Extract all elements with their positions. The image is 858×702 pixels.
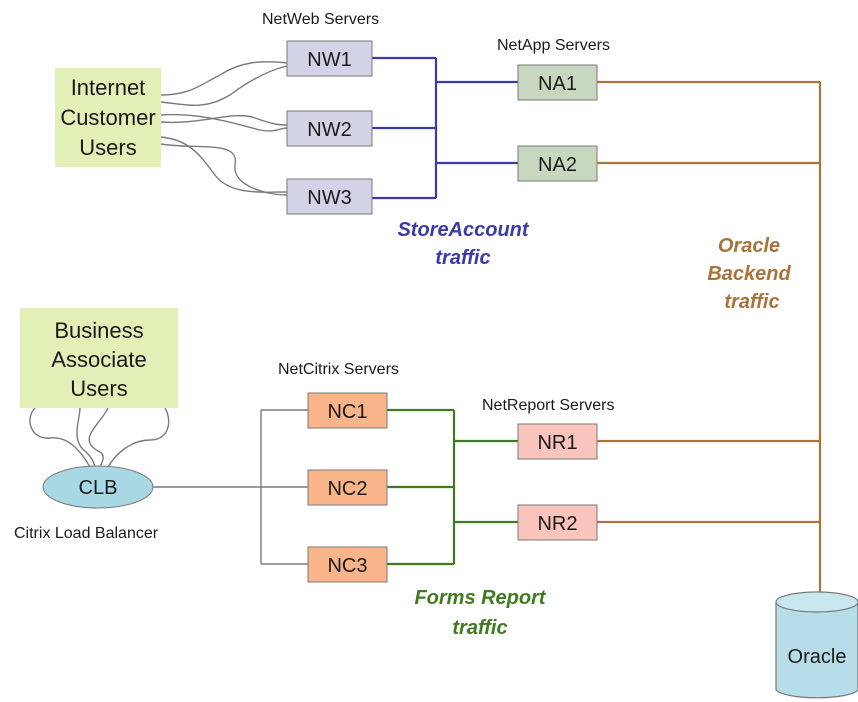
oracle-traffic-label-1: Oracle [718,235,780,257]
server-nw1[interactable]: NW1 [286,40,373,77]
server-nr2-label: NR2 [537,513,577,535]
oracle-traffic-label-2: Backend [707,263,791,285]
server-nc2-label: NC2 [327,478,367,500]
server-nr1-label: NR1 [537,432,577,454]
oracle-traffic-label-3: traffic [724,291,779,313]
forms-traffic-label-1: Forms Report [414,587,546,609]
internet-users-line-3: Users [79,135,136,160]
clb-label: CLB [79,477,118,499]
server-nw3-label: NW3 [307,187,351,209]
oracle-label: Oracle [788,646,847,668]
forms-traffic-label-2: traffic [452,617,507,639]
server-nr2[interactable]: NR2 [517,504,598,541]
citrix-load-balancer[interactable]: CLB [42,465,154,509]
server-nw3[interactable]: NW3 [286,178,373,215]
business-associate-users-box: Business Associate Users [20,308,178,408]
server-nw2-label: NW2 [307,119,351,141]
storeaccount-traffic-label-1: StoreAccount [397,219,529,241]
internet-users-line-2: Customer [60,105,155,130]
internet-customer-users-box: Internet Customer Users [55,68,161,167]
server-na2[interactable]: NA2 [517,145,598,182]
internet-user-connectors [160,61,288,196]
business-users-line-2: Associate [51,347,146,372]
server-nw2[interactable]: NW2 [286,110,373,147]
server-nc3-label: NC3 [327,555,367,577]
business-user-connectors [29,407,170,468]
server-na2-label: NA2 [538,154,577,176]
business-users-line-3: Users [70,376,127,401]
server-nc1-label: NC1 [327,401,367,423]
server-nc2[interactable]: NC2 [307,469,388,506]
storeaccount-links [372,56,518,200]
netcitrix-group-label: NetCitrix Servers [278,361,399,378]
oracle-database[interactable]: Oracle [775,591,858,699]
clb-caption: Citrix Load Balancer [14,525,159,542]
forms-report-links [387,408,518,566]
server-nw1-label: NW1 [307,49,351,71]
server-nc3[interactable]: NC3 [307,546,388,583]
storeaccount-traffic-label-2: traffic [435,247,490,269]
netweb-group-label: NetWeb Servers [262,11,379,28]
server-na1[interactable]: NA1 [517,64,598,101]
business-users-line-1: Business [54,318,143,343]
oracle-backend-links [597,80,825,608]
netreport-group-label: NetReport Servers [482,397,615,414]
internet-users-line-1: Internet [71,75,146,100]
server-na1-label: NA1 [538,73,577,95]
citrix-gray-links [153,409,308,565]
server-nr1[interactable]: NR1 [517,423,598,460]
netapp-group-label: NetApp Servers [497,37,610,54]
server-nc1[interactable]: NC1 [307,392,388,429]
